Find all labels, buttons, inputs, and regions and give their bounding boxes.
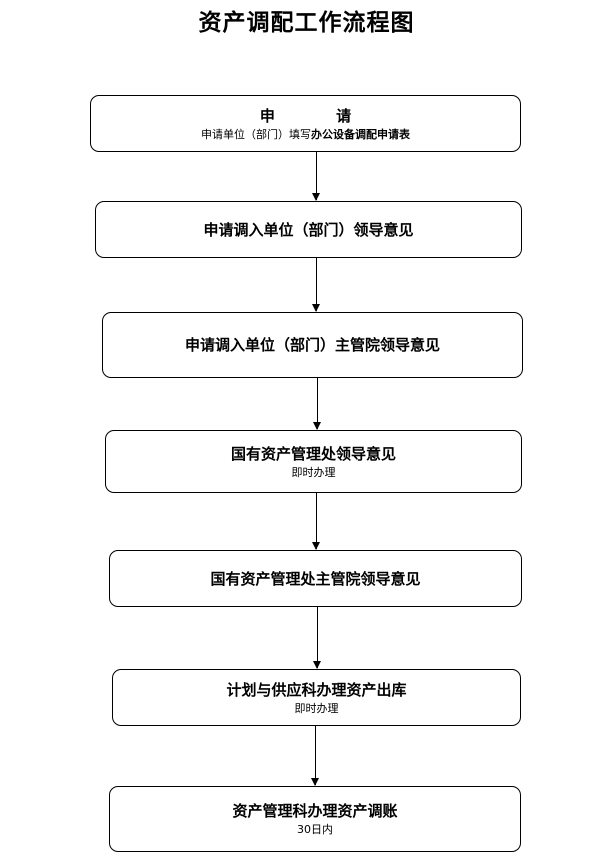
flow-step-title: 国有资产管理处领导意见	[230, 444, 396, 463]
flow-arrow	[313, 607, 321, 669]
flow-step-title: 申 请	[259, 106, 380, 125]
flow-step-title: 计划与供应科办理资产出库	[226, 680, 407, 699]
flow-step-dept-supervisor-opinion: 申请调入单位（部门）主管院领导意见	[102, 312, 523, 378]
flow-step-title: 申请调入单位（部门）领导意见	[203, 220, 414, 239]
flow-step-note-prefix: 申请单位（部门）填写	[201, 127, 311, 141]
page-title: 资产调配工作流程图	[198, 9, 415, 36]
flow-step-title: 国有资产管理处主管院领导意见	[210, 569, 421, 588]
flow-step-warehouse-outbound: 计划与供应科办理资产出库 即时办理	[112, 669, 521, 726]
flow-step-note: 即时办理	[291, 465, 336, 479]
flow-step-title: 资产管理科办理资产调账	[232, 802, 398, 820]
flow-arrow	[312, 152, 320, 201]
flow-arrow	[312, 258, 320, 312]
flow-step-dept-leader-opinion: 申请调入单位（部门）领导意见	[95, 201, 522, 258]
flow-step-note: 30日内	[297, 823, 333, 836]
flow-arrow	[312, 493, 320, 550]
flow-step-asset-office-leader-opinion: 国有资产管理处领导意见 即时办理	[105, 430, 522, 493]
flow-step-note-form-name: 办公设备调配申请表	[311, 127, 410, 141]
flow-step-note: 即时办理	[294, 701, 339, 715]
flow-arrow	[313, 378, 321, 430]
flow-step-title: 申请调入单位（部门）主管院领导意见	[184, 336, 440, 354]
flow-step-account-transfer: 资产管理科办理资产调账 30日内	[109, 786, 521, 852]
flow-arrow	[311, 726, 319, 786]
flow-step-note: 申请单位（部门）填写办公设备调配申请表	[201, 127, 410, 142]
flow-step-apply: 申 请 申请单位（部门）填写办公设备调配申请表	[90, 95, 521, 152]
flow-step-asset-office-supervisor-opinion: 国有资产管理处主管院领导意见	[109, 550, 522, 607]
